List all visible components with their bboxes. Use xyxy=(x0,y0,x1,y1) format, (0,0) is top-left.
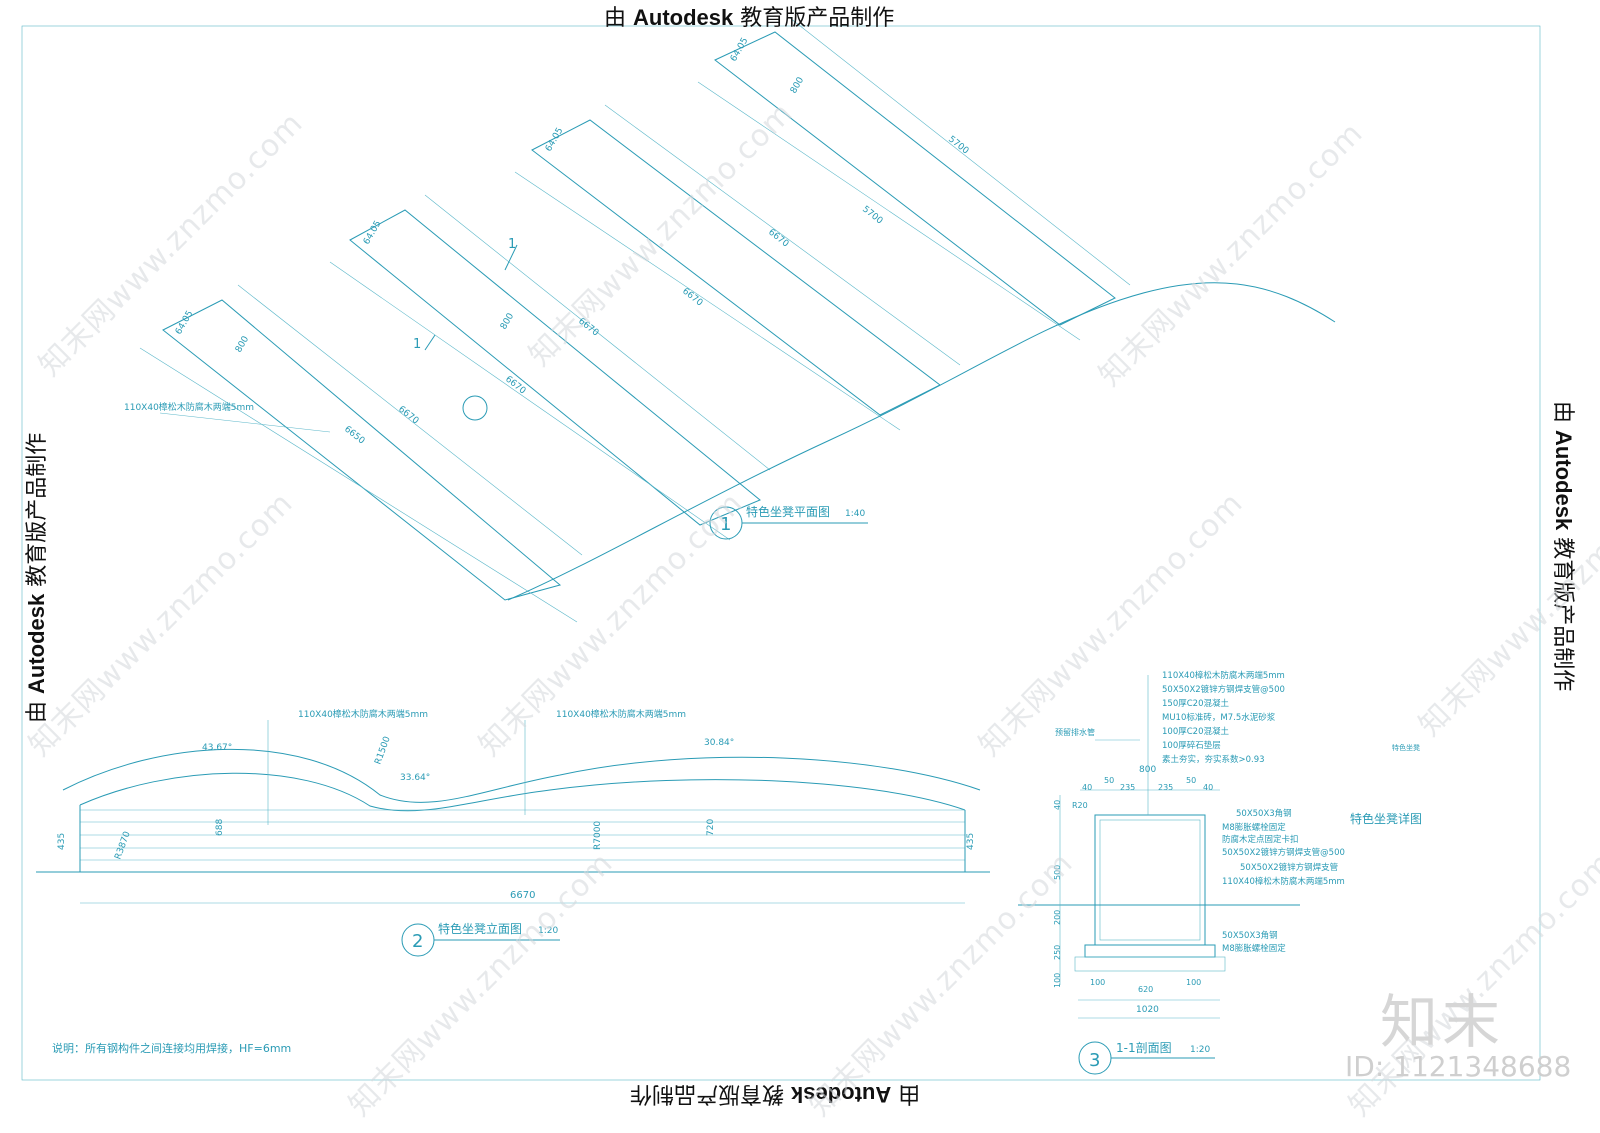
section-layer-3: 150厚C20混凝土 xyxy=(1162,698,1229,709)
elevation-radius-2: R3870 xyxy=(113,830,132,861)
section-callout-8: M8膨胀螺栓固定 xyxy=(1222,943,1286,954)
elevation-height-3: 720 xyxy=(706,819,716,836)
plan-bench-2 xyxy=(329,194,771,541)
plan-dim-2: 6670 xyxy=(396,404,420,426)
section-layer-1: 110X40樟松木防腐木两端5mm xyxy=(1162,670,1285,681)
section-side-3: 500 xyxy=(1053,865,1062,880)
section-number: 3 xyxy=(1089,1050,1100,1071)
plan-dim-5: 6670 xyxy=(680,286,704,308)
section-dim-d: 235 xyxy=(1158,783,1173,792)
section-bottom-4: 1020 xyxy=(1136,1005,1159,1015)
plan-section-mark-1: 1 xyxy=(508,237,516,252)
section-callout-7: 50X50X3角钢 xyxy=(1222,930,1278,941)
section-dim-b: 50 xyxy=(1104,776,1114,785)
elevation-title: 特色坐凳立面图 xyxy=(438,921,522,936)
side-label: 特色坐凳详图 xyxy=(1350,811,1422,826)
elevation-texts: 110X40樟松木防腐木两端5mm 110X40樟松木防腐木两端5mm 43.6… xyxy=(57,708,976,952)
section-callout-6: 110X40樟松木防腐木两端5mm xyxy=(1222,876,1345,887)
section-bottom-1: 100 xyxy=(1090,978,1105,987)
plan-dim-3: 6670 xyxy=(503,374,527,396)
section-layer-2: 50X50X2镀锌方钢焊支管@500 xyxy=(1162,684,1285,695)
elevation-arc-3: 30.84° xyxy=(704,738,734,748)
north-arrow xyxy=(462,395,488,421)
elevation-number: 2 xyxy=(412,931,423,952)
elevation-note-2: 110X40樟松木防腐木两端5mm xyxy=(556,708,686,720)
section-side-2: R20 xyxy=(1072,801,1088,810)
plan-view xyxy=(139,17,1336,623)
edu-banner-top: 由 Autodesk 教育版产品制作 xyxy=(604,5,895,31)
section-callout-4: 50X50X2镀锌方钢焊支管@500 xyxy=(1222,847,1345,858)
elevation-top-arc xyxy=(62,748,981,803)
section-left-note: 预留排水管 xyxy=(1055,727,1095,737)
section-layer-5: 100厚C20混凝土 xyxy=(1162,726,1229,737)
side-tag: 特色坐凳 xyxy=(1392,743,1420,752)
section-side-4: 200 xyxy=(1053,910,1062,925)
section-dim-e: 50 xyxy=(1186,776,1196,785)
elevation-height-1: 435 xyxy=(57,833,67,850)
plan-dim-7: 5700 xyxy=(860,204,884,226)
plan-angle-3: 64.05 xyxy=(544,126,566,153)
plan-width-1: 800 xyxy=(234,334,251,354)
section-side-5: 250 xyxy=(1053,945,1062,960)
plan-texts: 110X40樟松木防腐木两端5mm 6650 6670 6670 6670 66… xyxy=(124,36,971,535)
section-side-1: 40 xyxy=(1053,800,1062,810)
section-callout-3: 防腐木定点固定卡扣 xyxy=(1222,834,1299,845)
elevation-height-2: 688 xyxy=(215,819,225,836)
section-core xyxy=(1094,814,1206,946)
section-side-6: 100 xyxy=(1053,973,1062,988)
plan-number: 1 xyxy=(720,514,731,535)
plan-leader xyxy=(159,412,331,433)
section-callout-2: M8膨胀螺栓固定 xyxy=(1222,822,1286,833)
edu-banner-bottom: 由 Autodesk 教育版产品制作 xyxy=(630,1081,921,1107)
elevation-radius: R1500 xyxy=(373,735,392,766)
plan-dim-8: 5700 xyxy=(946,134,970,156)
brand-logo: 知末 xyxy=(1380,988,1505,1056)
section-callout-1: 50X50X3角钢 xyxy=(1236,808,1292,819)
plan-section-mark-2: 1 xyxy=(413,337,421,352)
section-texts: 110X40樟松木防腐木两端5mm 50X50X2镀锌方钢焊支管@500 150… xyxy=(1053,670,1345,1071)
section-scale: 1:20 xyxy=(1190,1045,1210,1055)
section-dim-f: 40 xyxy=(1203,783,1213,792)
plan-angle-4: 64.05 xyxy=(729,36,751,63)
plan-title: 特色坐凳平面图 xyxy=(746,504,830,519)
plan-scale: 1:40 xyxy=(845,509,865,519)
edu-banner-left: 由 Autodesk 教育版产品制作 xyxy=(24,432,50,723)
section-dim-c: 235 xyxy=(1120,783,1135,792)
plan-ground-curve xyxy=(507,282,1336,601)
plan-angle-2: 64.05 xyxy=(362,219,384,246)
section-bottom-2: 620 xyxy=(1138,985,1153,994)
general-note: 说明：所有钢构件之间连接均用焊接，HF=6mm xyxy=(52,1041,291,1055)
section-view xyxy=(1018,675,1300,1075)
brand-id: ID: 1121348688 xyxy=(1345,1050,1572,1083)
plan-bench-4 xyxy=(697,17,1131,341)
elevation-height-4: 435 xyxy=(966,833,976,850)
elevation-note-1: 110X40樟松木防腐木两端5mm xyxy=(298,708,428,720)
elevation-view xyxy=(36,720,990,957)
sheet-frame xyxy=(21,25,1541,1081)
plan-width-3: 800 xyxy=(789,75,806,95)
section-bottom-3: 100 xyxy=(1186,978,1201,987)
plan-material-note: 110X40樟松木防腐木两端5mm xyxy=(124,401,254,413)
plan-dim-6: 6670 xyxy=(766,227,790,249)
elevation-radius-3: R7000 xyxy=(593,821,603,850)
plan-bench-1 xyxy=(139,284,583,623)
section-layer-4: MU10标准砖，M7.5水泥砂浆 xyxy=(1162,712,1276,723)
section-callout-5: 50X50X2镀锌方钢焊支管 xyxy=(1240,862,1338,873)
section-dim-a: 40 xyxy=(1082,783,1092,792)
plan-dim-1: 6650 xyxy=(342,424,366,446)
section-top-dim: 800 xyxy=(1139,765,1156,775)
elevation-arc-2: 33.64° xyxy=(400,773,430,783)
elevation-arc-1: 43.67° xyxy=(202,743,232,753)
section-layer-7: 素土夯实，夯实系数>0.93 xyxy=(1162,754,1265,765)
elevation-length: 6670 xyxy=(510,890,535,901)
section-mark-line xyxy=(504,244,518,271)
section-layer-6: 100厚碎石垫层 xyxy=(1162,740,1221,751)
elevation-scale: 1:20 xyxy=(538,926,558,936)
plan-width-2: 800 xyxy=(499,311,516,331)
section-title: 1-1剖面图 xyxy=(1116,1041,1172,1055)
